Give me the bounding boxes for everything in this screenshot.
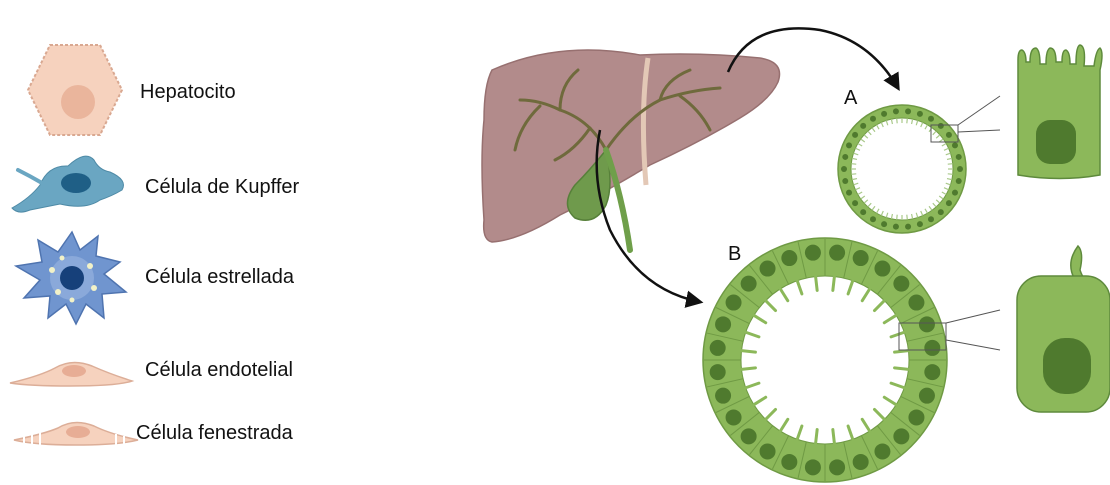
legend-label-fenestrated: Célula fenestrada: [136, 422, 294, 444]
endothelial-cell-icon: [10, 362, 132, 386]
legend-label-hepatocyte: Hepatocito: [140, 81, 236, 103]
legend-label-endothelial: Célula endotelial: [145, 359, 293, 381]
large-duct-cross-section: [703, 238, 947, 482]
cuboidal-cell-zoom-icon: [1017, 246, 1110, 412]
hepatocyte-icon: [28, 45, 122, 135]
columnar-cell-zoom-icon: [1018, 45, 1102, 179]
stellate-cell-icon: [16, 232, 126, 324]
duct-a-label: A: [844, 87, 858, 109]
kupffer-cell-icon: [12, 156, 124, 212]
fenestrated-cell-icon: [14, 422, 138, 446]
small-duct-cross-section: [838, 105, 966, 233]
legend-label-stellate: Célula estrellada: [145, 266, 295, 288]
duct-b-label: B: [728, 243, 741, 265]
liver-illustration: [482, 50, 780, 250]
legend-label-kupffer: Célula de Kupffer: [145, 176, 300, 198]
